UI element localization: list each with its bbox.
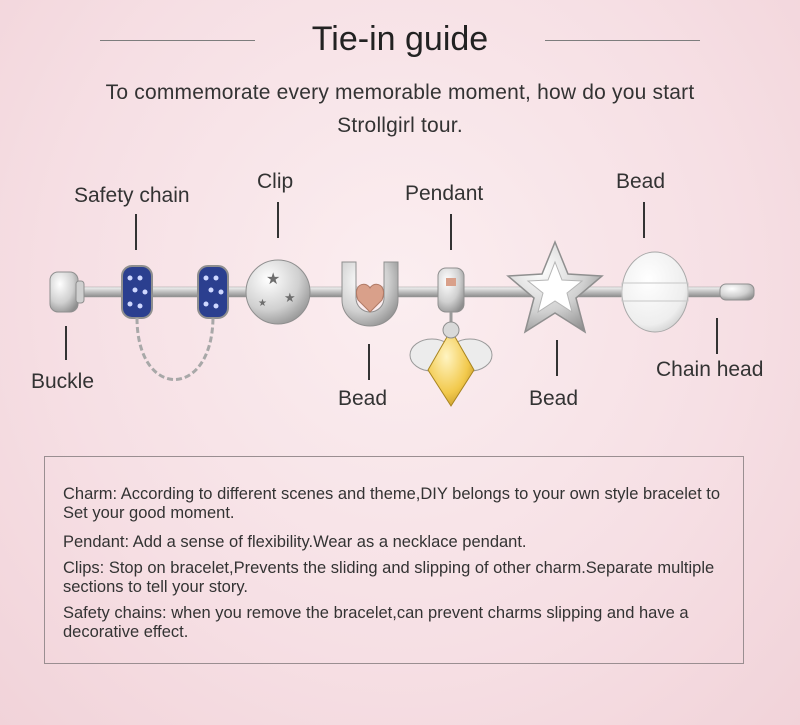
svg-text:★: ★	[266, 269, 280, 288]
pendant-charm	[409, 267, 493, 407]
label-clip: Clip	[257, 170, 294, 193]
label-bead-star: Bead	[529, 387, 579, 410]
label-bead-horseshoe: Bead	[338, 387, 388, 410]
page-title: Tie-in guide	[311, 20, 489, 58]
page-subtitle: To commemorate every memorable moment, h…	[105, 81, 695, 137]
title-divider-right	[545, 40, 700, 41]
tick-chain-head	[716, 318, 718, 354]
safety-chain-links	[135, 317, 215, 381]
svg-text:★: ★	[258, 298, 267, 309]
tick-bead-star	[556, 340, 558, 376]
description-box: Charm: According to different scenes and…	[44, 456, 744, 664]
description-pendant: Pendant: Add a sense of flexibility.Wear…	[63, 533, 527, 551]
label-buckle: Buckle	[31, 370, 95, 393]
horseshoe-bead-charm	[341, 261, 399, 327]
glass-bead-charm	[621, 251, 689, 333]
description-charm: Charm: According to different scenes and…	[63, 485, 721, 522]
description-safety-chains: Safety chains: when you remove the brace…	[63, 604, 689, 641]
safety-chain-stopper-right	[197, 265, 229, 319]
label-pendant: Pendant	[405, 182, 484, 205]
svg-text:★: ★	[284, 291, 296, 306]
chain-head	[719, 283, 755, 301]
description-clips: Clips: Stop on bracelet,Prevents the sli…	[63, 559, 715, 596]
tick-pendant	[450, 214, 452, 250]
safety-chain-stopper-left	[121, 265, 153, 319]
label-chain-head: Chain head	[656, 358, 764, 381]
tick-bead-glass	[643, 202, 645, 238]
tick-safety-chain	[135, 214, 137, 250]
label-safety-chain: Safety chain	[74, 184, 190, 207]
star-bead-charm	[506, 240, 604, 334]
clip-charm: ★ ★ ★	[245, 259, 311, 325]
tick-bead-horseshoe	[368, 344, 370, 380]
tick-clip	[277, 202, 279, 238]
title-divider-left	[100, 40, 255, 41]
tick-buckle	[65, 326, 67, 360]
label-bead-glass: Bead	[616, 170, 666, 193]
buckle-charm	[49, 271, 85, 313]
